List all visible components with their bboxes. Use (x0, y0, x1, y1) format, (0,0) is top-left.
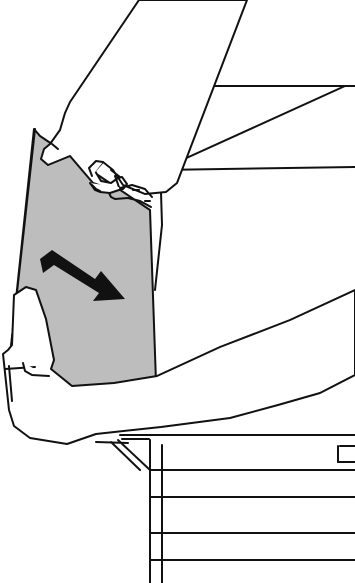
printer-manual-illustration (0, 0, 355, 583)
illustration-svg (0, 0, 355, 583)
